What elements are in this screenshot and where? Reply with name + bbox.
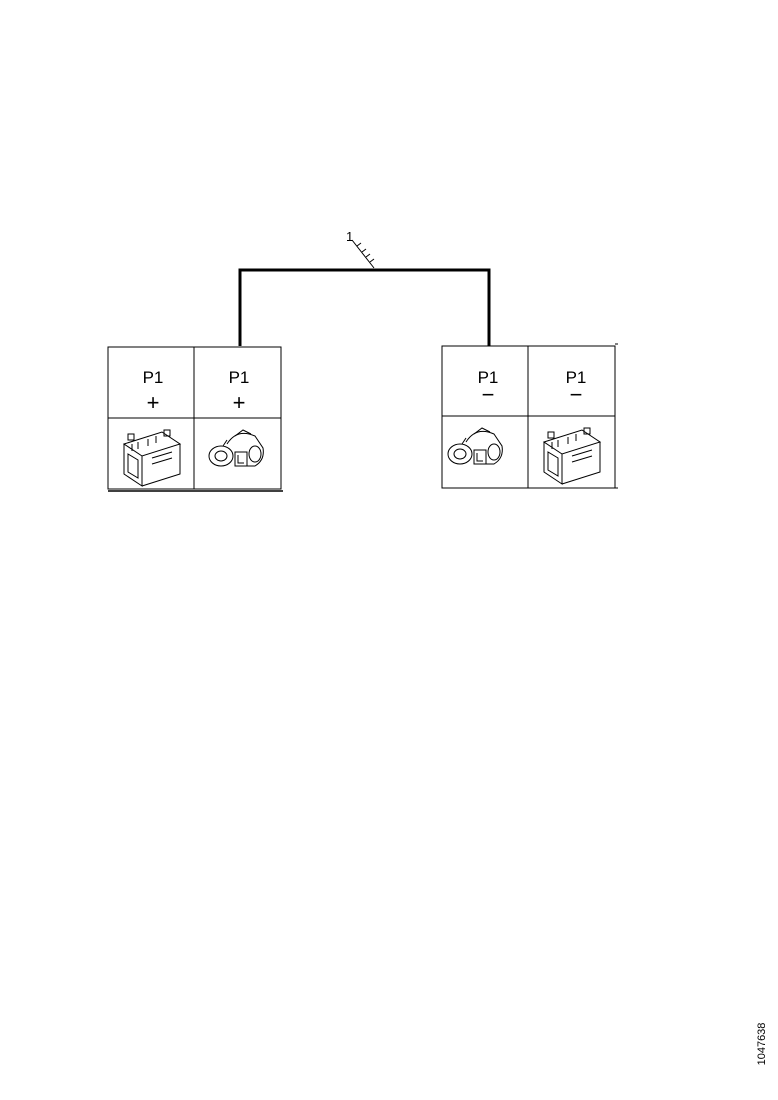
- figure-reference: 1047638: [756, 1023, 768, 1066]
- connector-group-negative: P1 − P1 −: [441, 343, 618, 489]
- polarity-sign: −: [570, 382, 583, 407]
- polarity-sign: +: [233, 390, 246, 415]
- cable: [238, 268, 491, 346]
- polarity-sign: −: [482, 382, 495, 407]
- connector-group-positive: P1 + P1 +: [107, 346, 283, 492]
- starter-motor-icon: [447, 427, 503, 465]
- polarity-sign: +: [147, 390, 160, 415]
- callout-leader: [351, 239, 375, 269]
- connector-label: P1: [566, 368, 587, 387]
- connector-label: P1: [143, 368, 164, 387]
- battery-icon: [542, 427, 602, 485]
- connector-label: P1: [478, 368, 499, 387]
- connector-label: P1: [229, 368, 250, 387]
- starter-motor-icon: [208, 429, 264, 467]
- battery-icon: [122, 429, 182, 487]
- callout-number: 1: [346, 229, 353, 244]
